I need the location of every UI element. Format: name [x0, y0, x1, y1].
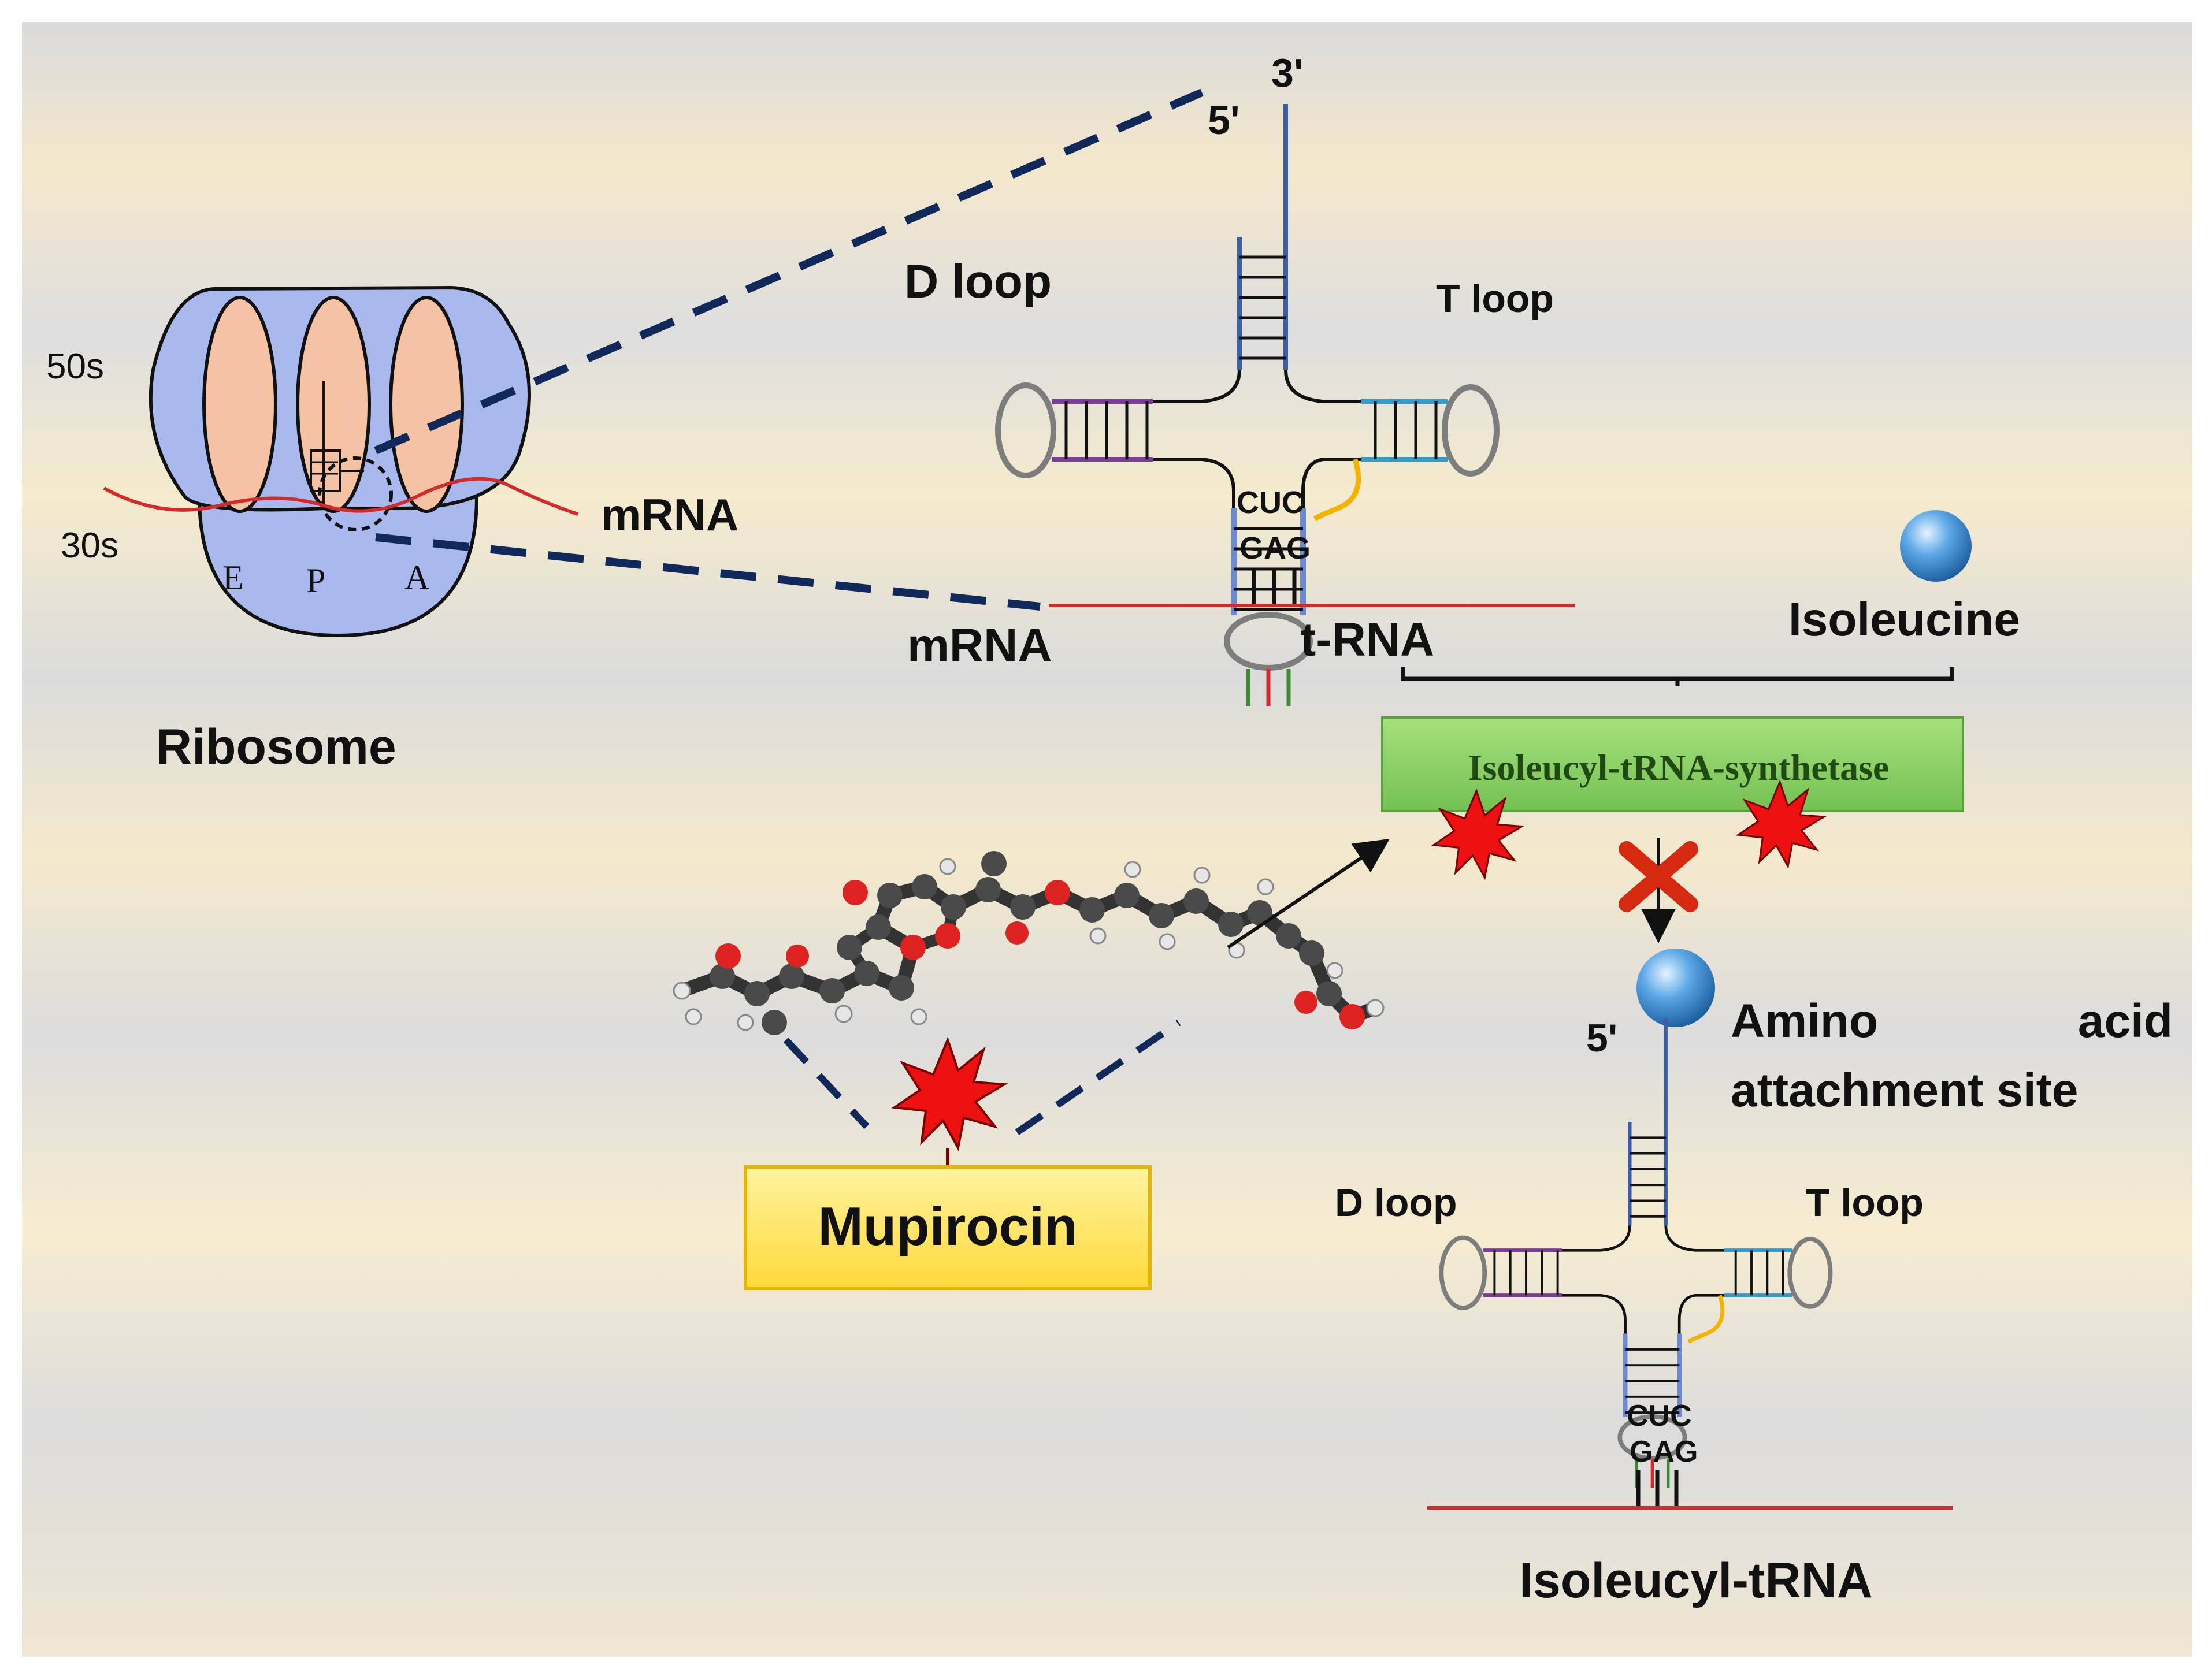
mupirocin-molecule — [673, 851, 1385, 1035]
label-isoleucyl-trna: Isoleucyl-tRNA — [1519, 1553, 1873, 1608]
label-trna-top-codon: GAG — [1239, 531, 1311, 566]
label-trna-bottom-d-loop: D loop — [1335, 1181, 1457, 1225]
label-trna-bottom-anticodon: CUC — [1627, 1399, 1692, 1433]
label-ribosome-title: Ribosome — [156, 719, 396, 775]
label-trna-top-5prime: 5' — [1208, 98, 1240, 143]
label-enzyme: Isoleucyl-tRNA-synthetase — [1468, 747, 1890, 788]
callout-line-right — [1015, 1020, 1181, 1135]
label-mupirocin: Mupirocin — [818, 1196, 1077, 1256]
inhibition-x-icon — [1619, 841, 1698, 912]
callout-line-left — [783, 1037, 870, 1129]
isoleucine-ball — [1900, 510, 1972, 582]
ribosome-site-e — [202, 296, 277, 513]
label-trna-bottom-codon: GAG — [1630, 1435, 1698, 1468]
label-trna-top-t-loop: T loop — [1436, 277, 1554, 321]
label-site-e: E — [222, 559, 244, 597]
label-trna-top-anticodon: CUC — [1237, 485, 1304, 520]
label-trna-top-3prime: 3' — [1271, 50, 1304, 95]
zoom-line-upper — [374, 88, 1204, 455]
ribosome-zoom-circle — [318, 456, 393, 531]
ribosome-illustration — [103, 285, 578, 638]
trna-bottom-codon-pairs — [1636, 1470, 1679, 1508]
bracket — [1401, 667, 1954, 686]
label-amino-site-amino: Amino — [1731, 995, 1878, 1047]
label-50s: 50s — [46, 347, 104, 386]
trna-top-codon-pairs — [1252, 569, 1297, 605]
label-amino-site-line2: attachment site — [1731, 1064, 2079, 1117]
label-trna-top-trna: t-RNA — [1300, 614, 1434, 666]
label-amino-site-acid: acid — [2078, 995, 2173, 1047]
ribosome-small-subunit — [197, 495, 479, 638]
label-30s: 30s — [61, 526, 118, 566]
drug-to-enzyme-arrow — [1227, 838, 1390, 949]
ribosome-mrna-strand — [103, 477, 578, 516]
amino-acid-ball — [1636, 949, 1715, 1027]
label-trna-bottom-5prime: 5' — [1586, 1016, 1617, 1060]
label-site-a: A — [404, 559, 429, 597]
label-isoleucine: Isoleucine — [1788, 593, 2020, 646]
background-panel — [22, 22, 2192, 1657]
label-trna-top-d-loop: D loop — [904, 255, 1052, 308]
ribosome-site-p — [296, 296, 371, 513]
mupirocin-box — [744, 1165, 1152, 1290]
ribosome-site-a — [389, 296, 464, 513]
enzyme-box — [1381, 716, 1964, 812]
label-ribosome-mrna: mRNA — [601, 489, 738, 540]
label-trna-bottom-t-loop: T loop — [1806, 1181, 1924, 1225]
label-trna-top-mrna: mRNA — [907, 619, 1052, 672]
label-site-p: P — [306, 562, 325, 600]
